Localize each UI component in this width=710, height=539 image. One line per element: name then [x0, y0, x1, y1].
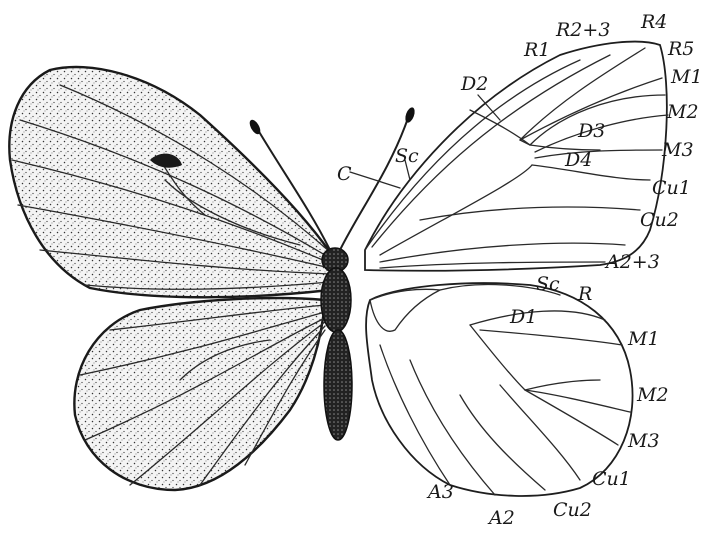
right-hindwing	[366, 283, 632, 496]
label-C: C	[337, 163, 352, 185]
label-M2-hind: M2	[636, 384, 669, 406]
label-R-hind: R	[577, 283, 592, 305]
label-Sc: Sc	[395, 145, 419, 167]
label-Sc-hind: Sc	[536, 273, 560, 295]
label-M1-hind: M1	[627, 328, 660, 350]
label-R2-3: R2+3	[555, 19, 610, 41]
label-Cu2-hind: Cu2	[553, 499, 592, 521]
left-forewing	[9, 67, 330, 297]
label-D2: D2	[460, 73, 488, 95]
body	[321, 248, 352, 440]
left-hindwing	[74, 298, 325, 490]
label-D1: D1	[509, 306, 537, 328]
label-R5: R5	[667, 38, 694, 60]
label-D4: D4	[564, 149, 592, 171]
label-Cu1-fore: Cu1	[652, 177, 691, 199]
label-A3-hind: A3	[426, 481, 454, 503]
label-M1-fore: M1	[670, 66, 703, 88]
label-R4: R4	[640, 11, 667, 33]
label-R1: R1	[523, 39, 550, 61]
label-M2-fore: M2	[666, 101, 699, 123]
label-D3: D3	[577, 120, 605, 142]
label-Cu1-hind: Cu1	[592, 468, 631, 490]
label-A2-hind: A2	[487, 507, 515, 529]
label-A2-3: A2+3	[604, 251, 660, 273]
label-Cu2-fore: Cu2	[640, 209, 679, 231]
label-M3-hind: M3	[627, 430, 660, 452]
label-M3-fore: M3	[661, 139, 694, 161]
